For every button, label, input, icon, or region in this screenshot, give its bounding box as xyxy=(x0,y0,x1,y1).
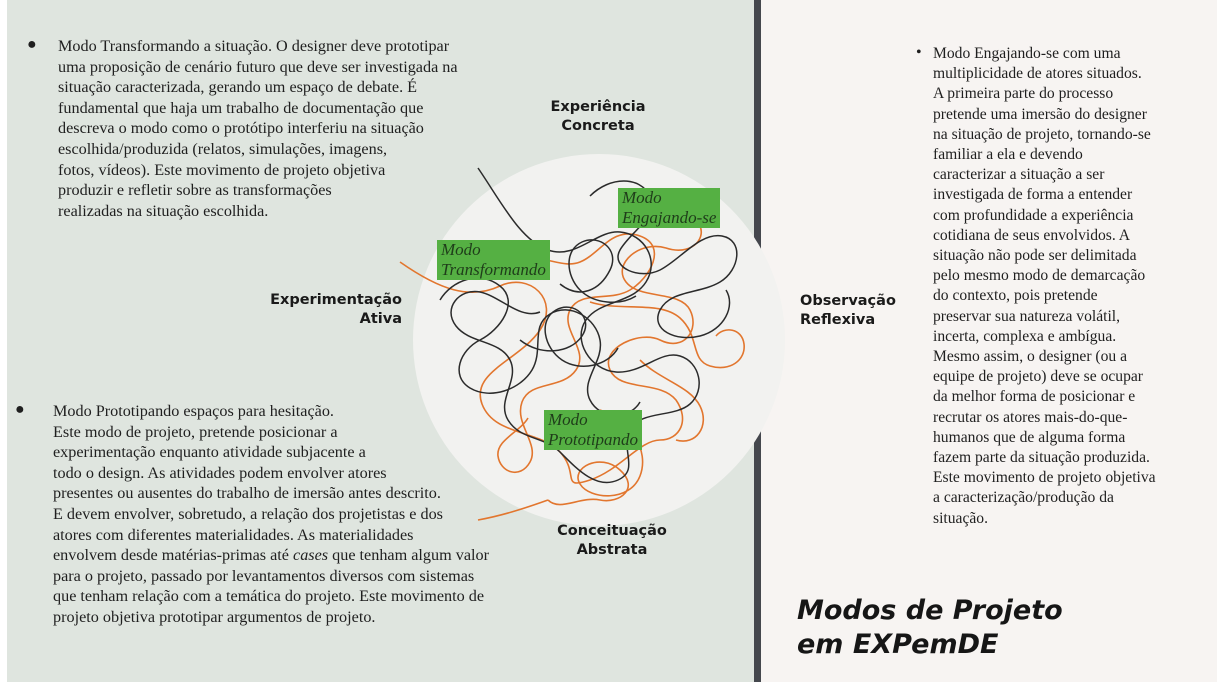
page-title: Modos de Projeto em EXPemDE xyxy=(797,594,1063,662)
orange-scribble-2 xyxy=(497,233,656,474)
mode-label-line: Modo xyxy=(441,240,481,259)
bullet-engajando: • xyxy=(916,44,922,61)
text-line: na situação de projeto, tornando-se xyxy=(933,125,1151,143)
prototipando-description: Modo Prototipando espaços para hesitação… xyxy=(53,401,489,628)
text-line: Este modo de projeto, pretende posiciona… xyxy=(53,422,338,441)
text-line: Modo Engajando-se com uma xyxy=(933,45,1121,62)
text-line: Modo Prototipando espaços para hesitação… xyxy=(53,402,334,420)
dark-scribble-1 xyxy=(450,167,700,484)
bullet-transformando: ● xyxy=(27,36,37,53)
mode-label-transformando: Modo Transformando xyxy=(437,240,550,280)
axis-label-line: Experiência xyxy=(550,99,646,115)
text-line: equipe de projeto) deve se ocupar xyxy=(933,368,1143,386)
mode-label-engajando: Modo Engajando-se xyxy=(618,188,721,228)
text-line: multiplicidade de atores situados. xyxy=(933,65,1142,83)
text-line: Modo Transformando a situação. O designe… xyxy=(58,37,450,55)
text-line: envolvem desde matérias-primas até cases… xyxy=(53,546,490,565)
orange-scribble-4 xyxy=(589,301,745,442)
right-panel xyxy=(761,0,1217,682)
text-line: preservar sua natureza volátil, xyxy=(933,307,1121,325)
orange-scribble-1 xyxy=(399,215,703,484)
axis-label-line: Reflexiva xyxy=(800,312,876,328)
engajando-description: Modo Engajando-se com uma multiplicidade… xyxy=(933,44,1156,529)
text-line: incerta, complexa e ambígua. xyxy=(933,327,1117,345)
text-line: realizadas na situação escolhida. xyxy=(58,201,269,220)
text-line: todo o design. As atividades podem envol… xyxy=(53,463,387,482)
text-line: produzir e refletir sobre as transformaç… xyxy=(58,181,332,200)
axis-label-right: Observação Reflexiva xyxy=(800,292,910,330)
text-line: pelo mesmo modo de demarcação xyxy=(933,267,1146,285)
mode-label-line: Transformando xyxy=(441,260,546,279)
text-line: situação não pode ser delimitada xyxy=(933,247,1137,265)
text-line: Este movimento de projeto objetiva xyxy=(933,469,1156,487)
text-line: escolhida/produzida (relatos, simulações… xyxy=(58,139,388,158)
text-line: recrutar os atores mais-do-que- xyxy=(933,408,1128,426)
text-line: que tenham relação com a temática do pro… xyxy=(53,587,485,606)
text-line: E devem envolver, sobretudo, a relação d… xyxy=(53,504,443,523)
text-line: fotos, vídeos). Este movimento de projet… xyxy=(58,160,386,179)
text-line: A primeira parte do processo xyxy=(933,85,1114,103)
axis-label-top: Experiência Concreta xyxy=(546,98,650,136)
text-line: presentes ou ausentes do trabalho de ime… xyxy=(53,484,441,503)
text-line: situação caracterizada, gerando um espaç… xyxy=(58,78,418,97)
orange-scribble-3 xyxy=(477,409,644,521)
axis-label-left: Experimentação Ativa xyxy=(262,291,402,329)
axis-label-line: Conceituação xyxy=(557,523,667,539)
text-line: Mesmo assim, o designer (ou a xyxy=(933,348,1128,366)
text-line: com profundidade a experiência xyxy=(933,206,1134,224)
bullet-prototipando: ● xyxy=(15,401,25,418)
text-line: cotidiana de seus envolvidos. A xyxy=(933,226,1131,244)
mode-label-prototipando: Modo Prototipando xyxy=(544,410,643,450)
text-line: fundamental que haja um trabalho de docu… xyxy=(58,98,424,117)
text-line: investigada de forma a entender xyxy=(933,186,1133,204)
mode-label-line: Modo xyxy=(548,410,588,429)
title-line: Modos de Projeto xyxy=(797,595,1063,626)
mode-label-line: Modo xyxy=(622,188,662,207)
text-line: pretende uma imersão do designer xyxy=(933,105,1147,123)
mode-label-line: Engajando-se xyxy=(622,208,717,227)
text-line: caracterizar a situação a ser xyxy=(933,166,1105,184)
transformando-description: Modo Transformando a situação. O designe… xyxy=(58,36,458,221)
axis-label-bottom: Conceituação Abstrata xyxy=(554,522,670,560)
text-line: fazem parte da situação produzida. xyxy=(933,449,1150,467)
text-line: situação. xyxy=(933,509,988,527)
axis-label-line: Ativa xyxy=(359,311,402,327)
text-line: humanos que de alguma forma xyxy=(933,428,1126,446)
axis-label-line: Experimentação xyxy=(270,292,402,308)
dark-scribble-3 xyxy=(439,277,641,416)
text-line: experimentação enquanto atividade subjac… xyxy=(53,443,366,462)
axis-label-line: Abstrata xyxy=(576,542,648,558)
title-line: em EXPemDE xyxy=(797,629,999,660)
text-line: uma proposição de cenário futuro que dev… xyxy=(58,57,458,76)
text-line: atores com diferentes materialidades. As… xyxy=(53,525,414,544)
text-line: para o projeto, passado por levantamento… xyxy=(53,566,475,585)
axis-label-line: Observação xyxy=(800,293,896,309)
text-line: familiar a ela e devendo xyxy=(933,146,1083,164)
text-line: descreva o modo como o protótipo interfe… xyxy=(58,119,424,138)
text-line: a caracterização/produção da xyxy=(933,489,1114,507)
text-line: projeto objetiva prototipar argumentos d… xyxy=(53,607,376,626)
mode-label-line: Prototipando xyxy=(548,430,639,449)
text-line: da melhor forma de posicionar e xyxy=(933,388,1136,406)
axis-label-line: Concreta xyxy=(561,118,635,134)
text-line: do contexto, pois pretende xyxy=(933,287,1098,305)
